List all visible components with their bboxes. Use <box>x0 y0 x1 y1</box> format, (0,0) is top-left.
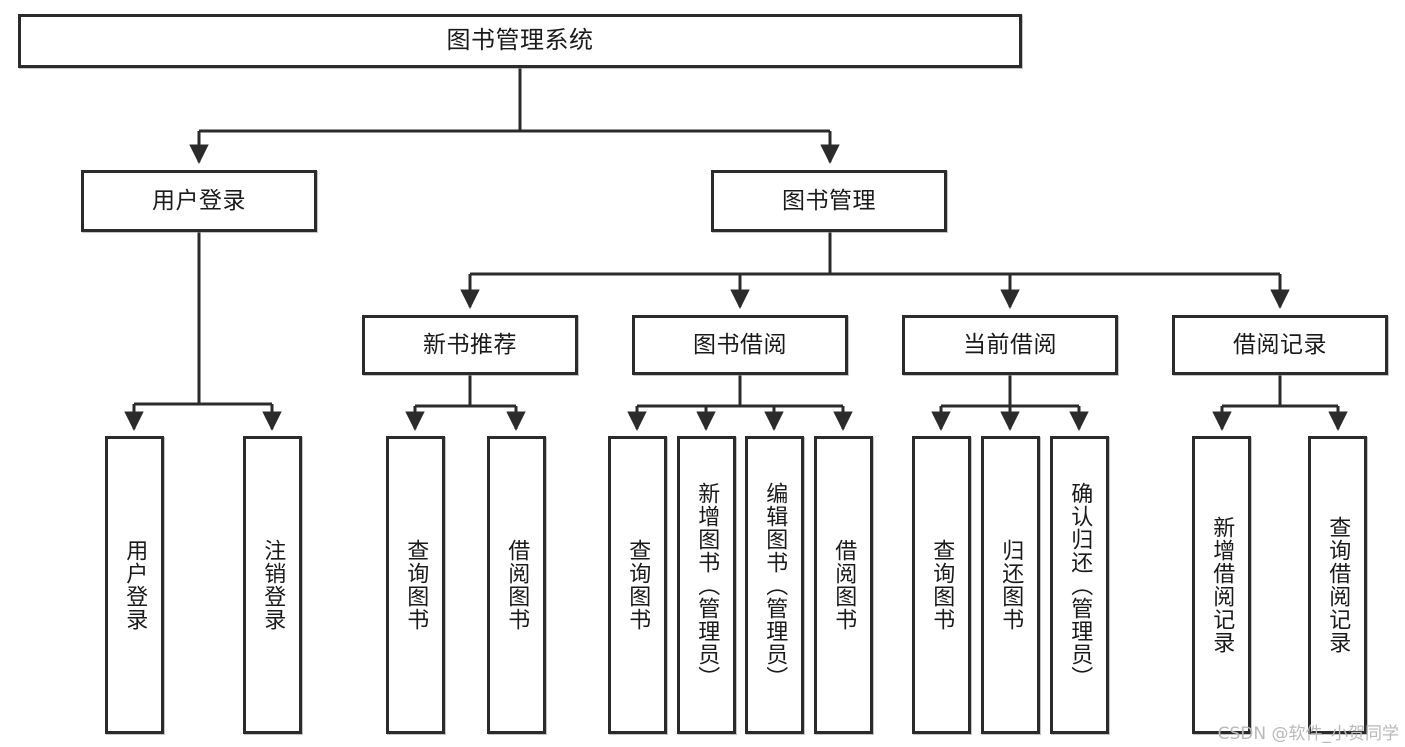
node-leaf-borrow-book-2-label: 借阅图书 <box>831 539 857 631</box>
node-leaf-borrow-book-2[interactable]: 借阅图书 <box>814 436 873 734</box>
node-leaf-borrow-book-1-label: 借阅图书 <box>504 539 530 631</box>
node-current-borrow-label: 当前借阅 <box>963 331 1057 358</box>
node-leaf-edit-book-label: 编辑图书（管理员） <box>762 481 788 689</box>
node-leaf-query-record-label: 查询借阅记录 <box>1325 516 1351 654</box>
node-root[interactable]: 图书管理系统 <box>18 14 1022 68</box>
node-leaf-return-book[interactable]: 归还图书 <box>981 436 1040 734</box>
node-leaf-logout[interactable]: 注销登录 <box>243 436 302 734</box>
node-leaf-query-record[interactable]: 查询借阅记录 <box>1308 436 1367 734</box>
node-leaf-borrow-book-1[interactable]: 借阅图书 <box>487 436 546 734</box>
node-leaf-add-book[interactable]: 新增图书（管理员） <box>677 436 736 734</box>
node-leaf-query-book-2-label: 查询图书 <box>625 539 651 631</box>
watermark: CSDN @软件_小贺同学 <box>1217 724 1399 744</box>
node-leaf-query-book-2[interactable]: 查询图书 <box>608 436 667 734</box>
node-leaf-logout-label: 注销登录 <box>260 539 286 631</box>
node-leaf-query-book-3-label: 查询图书 <box>929 539 955 631</box>
node-book-borrow[interactable]: 图书借阅 <box>632 315 848 375</box>
node-leaf-confirm-return[interactable]: 确认归还（管理员） <box>1050 436 1109 734</box>
node-root-label: 图书管理系统 <box>446 26 594 55</box>
node-leaf-user-login[interactable]: 用户登录 <box>105 436 164 734</box>
node-book-management[interactable]: 图书管理 <box>711 170 947 232</box>
node-borrow-record-label: 借阅记录 <box>1233 331 1327 358</box>
node-user-login[interactable]: 用户登录 <box>81 170 317 232</box>
node-leaf-query-book-1[interactable]: 查询图书 <box>386 436 445 734</box>
node-leaf-confirm-return-label: 确认归还（管理员） <box>1067 481 1093 689</box>
node-book-management-label: 图书管理 <box>782 187 876 214</box>
node-current-borrow[interactable]: 当前借阅 <box>902 315 1118 375</box>
node-new-book-recommend-label: 新书推荐 <box>423 331 517 358</box>
node-leaf-query-book-1-label: 查询图书 <box>403 539 429 631</box>
node-leaf-user-login-label: 用户登录 <box>122 539 148 631</box>
node-leaf-query-book-3[interactable]: 查询图书 <box>912 436 971 734</box>
node-new-book-recommend[interactable]: 新书推荐 <box>362 315 578 375</box>
node-book-borrow-label: 图书借阅 <box>693 331 787 358</box>
node-leaf-add-record[interactable]: 新增借阅记录 <box>1192 436 1251 734</box>
node-user-login-label: 用户登录 <box>152 187 246 214</box>
node-leaf-add-record-label: 新增借阅记录 <box>1209 516 1235 654</box>
node-leaf-add-book-label: 新增图书（管理员） <box>694 481 720 689</box>
node-leaf-edit-book[interactable]: 编辑图书（管理员） <box>745 436 804 734</box>
node-borrow-record[interactable]: 借阅记录 <box>1172 315 1388 375</box>
node-leaf-return-book-label: 归还图书 <box>998 539 1024 631</box>
